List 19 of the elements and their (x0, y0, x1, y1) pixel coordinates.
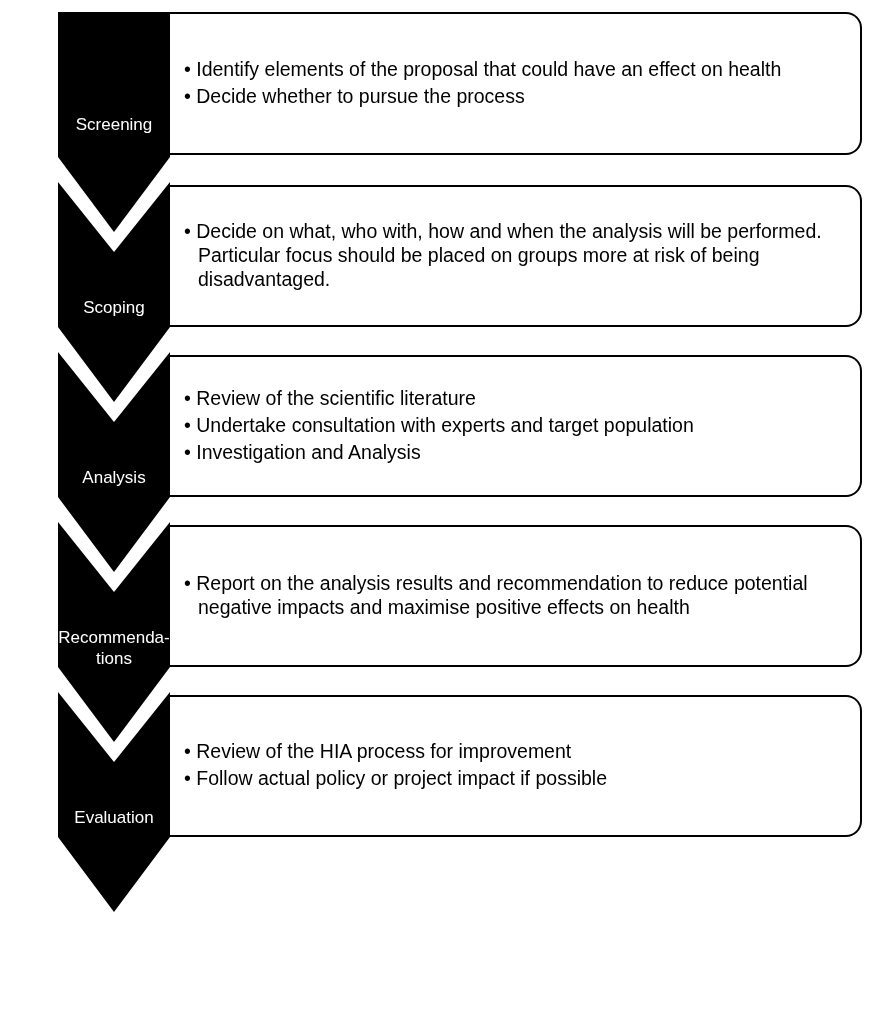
step-description-card (170, 695, 862, 837)
step-description-card (170, 185, 862, 327)
bullet-text: • Follow actual policy or project impact if possible (184, 766, 608, 790)
step-description-card (170, 355, 862, 497)
bullet-text: • Undertake consultation with experts and target population (184, 412, 695, 437)
step-label: Screening (74, 114, 154, 135)
bullet-text: • Review of the HIA process for improvement (184, 739, 573, 763)
bullet-text: • Investigation and Analysis (184, 439, 422, 464)
step-label: Scoping (82, 297, 146, 318)
bullet-text: • Decide whether to pursue the process (184, 83, 526, 108)
bullet-text: • Report on the analysis results and recommendation to reduce potential negative impacts and maximise positive effects on health (184, 570, 809, 619)
bullet-text: • Decide on what, who with, how and when the analysis will be performed. Particular focus should be placed on groups more at risk of being disadvantaged. (184, 218, 823, 291)
step-label: Analysis (81, 467, 147, 488)
step-label: Recommenda- tions (58, 626, 170, 669)
bullet-text: • Identify elements of the proposal that could have an effect on health (184, 56, 783, 81)
bullet-text: • Review of the scientific literature (184, 385, 477, 410)
step-description-card (170, 12, 862, 155)
step-label: Evaluation (73, 807, 155, 828)
step-description-card (170, 525, 862, 667)
